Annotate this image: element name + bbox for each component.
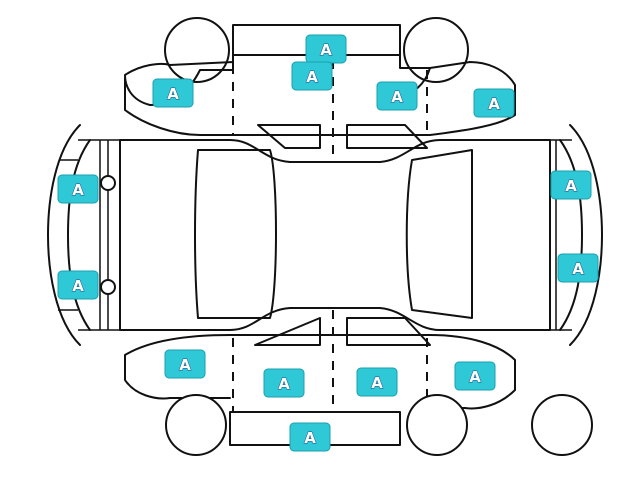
damage-marker-rear-right-bumper[interactable]: A (550, 170, 592, 200)
rear-bumper-outer (569, 124, 603, 346)
front-right-light (100, 279, 116, 295)
damage-marker-bg (557, 253, 599, 283)
damage-marker-label: A (278, 375, 290, 393)
damage-marker-upper-right-fender[interactable]: A (473, 88, 515, 118)
damage-marker-roof-top[interactable]: A (305, 34, 347, 64)
damage-marker-label: A (391, 88, 403, 106)
bottom-side-view (124, 310, 593, 456)
damage-marker-label: A (572, 260, 584, 278)
top-right-roof-link (399, 54, 431, 69)
damage-marker-front-left-bumper-lower[interactable]: A (57, 270, 99, 300)
front-bumper-inner (67, 139, 91, 331)
damage-marker-bg (454, 361, 496, 391)
center-plan-view (47, 124, 603, 346)
damage-marker-bg (289, 422, 331, 452)
damage-marker-lower-left-door[interactable]: A (263, 368, 305, 398)
damage-marker-bg (291, 61, 333, 91)
damage-marker-label: A (167, 85, 179, 103)
damage-marker-bg (57, 174, 99, 204)
damage-marker-label: A (469, 368, 481, 386)
damage-marker-label: A (304, 429, 316, 447)
top-window-left (257, 124, 321, 149)
damage-marker-label: A (320, 41, 332, 59)
bottom-body-outline (124, 334, 516, 410)
damage-marker-bg (57, 270, 99, 300)
damage-marker-upper-left-fender[interactable]: A (152, 78, 194, 108)
top-side-view (124, 17, 516, 155)
damage-marker-front-left-bumper[interactable]: A (57, 174, 99, 204)
damage-marker-bg (152, 78, 194, 108)
top-left-wheel (164, 17, 230, 83)
damage-marker-label: A (72, 181, 84, 199)
damage-marker-bg (473, 88, 515, 118)
damage-marker-lower-right-fender[interactable]: A (454, 361, 496, 391)
top-window-right (346, 124, 428, 149)
damage-marker-label: A (565, 177, 577, 195)
rear-window (405, 149, 473, 319)
front-windshield (194, 149, 277, 319)
bottom-window-left (254, 317, 321, 346)
top-right-wheel (403, 17, 469, 83)
damage-marker-lower-right-door[interactable]: A (356, 367, 398, 397)
damage-marker-bg (356, 367, 398, 397)
damage-marker-lower-left-fender[interactable]: A (164, 349, 206, 379)
damage-marker-label: A (488, 95, 500, 113)
damage-marker-bg (263, 368, 305, 398)
bottom-window-right (346, 317, 431, 346)
front-bumper-outer (47, 124, 81, 346)
damage-marker-bg (550, 170, 592, 200)
bottom-rocker-panel (229, 411, 401, 446)
damage-marker-bg (164, 349, 206, 379)
damage-marker-label: A (306, 68, 318, 86)
rear-bumper-inner (559, 139, 583, 331)
spare-wheel (531, 394, 593, 456)
damage-marker-rear-right-bumper-lower[interactable]: A (557, 253, 599, 283)
front-grille-lines (78, 139, 120, 331)
damage-marker-label: A (371, 374, 383, 392)
damage-marker-label: A (179, 356, 191, 374)
damage-marker-bg (376, 81, 418, 111)
bottom-right-wheel (406, 394, 468, 456)
car-body-outline (119, 139, 551, 331)
damage-marker-label: A (72, 277, 84, 295)
rear-trunk-lines (550, 139, 572, 331)
bottom-left-wheel (165, 394, 227, 456)
front-bumper-ends (58, 159, 78, 311)
damage-marker-lower-rocker[interactable]: A (289, 422, 331, 452)
damage-marker-roof-top-lower[interactable]: A (291, 61, 333, 91)
front-left-light (100, 175, 116, 191)
damage-marker-upper-right-door-front[interactable]: A (376, 81, 418, 111)
